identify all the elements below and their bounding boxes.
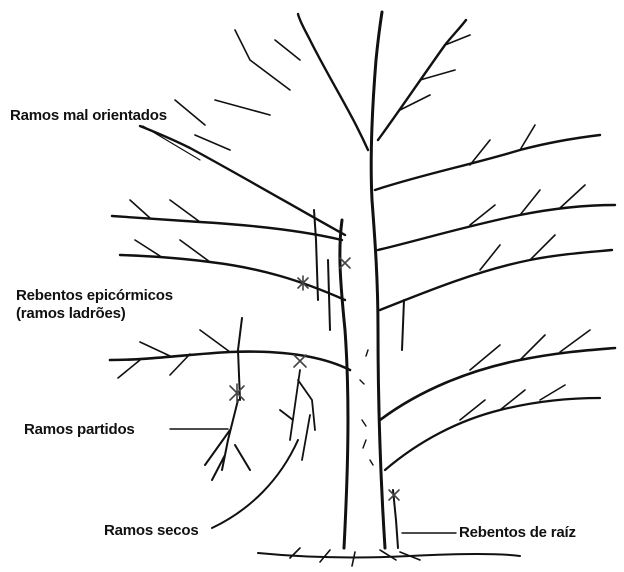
dead-branch — [280, 370, 315, 460]
label-dead-branches: Ramos secos — [104, 522, 199, 540]
left-scaffold-1 — [112, 216, 342, 240]
label-epicormic-shoots: Rebentos epicórmicos (ramos ladrões) — [16, 287, 173, 323]
right-scaffold-4 — [380, 348, 615, 420]
cut-mark-broken — [230, 384, 244, 402]
label-epicormic-line2: (ramos ladrões) — [16, 305, 173, 323]
left-upper-twigs — [118, 30, 300, 378]
epicormic-shoot-2 — [328, 260, 330, 330]
left-scaffold-3 — [110, 352, 350, 370]
right-scaffold-2 — [378, 205, 615, 250]
epicormic-shoot-3 — [402, 300, 404, 350]
right-scaffold-3 — [380, 250, 612, 310]
label-root-suckers: Rebentos de raíz — [459, 524, 576, 542]
cut-mark-dead — [294, 355, 306, 367]
upper-branch-left — [298, 14, 368, 150]
label-epicormic-line1: Rebentos epicórmicos — [16, 287, 173, 305]
label-broken-branches: Ramos partidos — [24, 421, 135, 439]
right-twigs — [400, 35, 590, 420]
trunk — [340, 220, 348, 548]
cut-mark-upper — [340, 258, 350, 268]
trunk-texture — [360, 350, 373, 465]
leader-misdirected — [143, 126, 200, 160]
right-lower-branch — [385, 398, 600, 470]
trunk-right-edge — [372, 200, 385, 548]
label-misdirected-branches: Ramos mal orientados — [10, 107, 167, 125]
central-leader — [371, 12, 382, 200]
